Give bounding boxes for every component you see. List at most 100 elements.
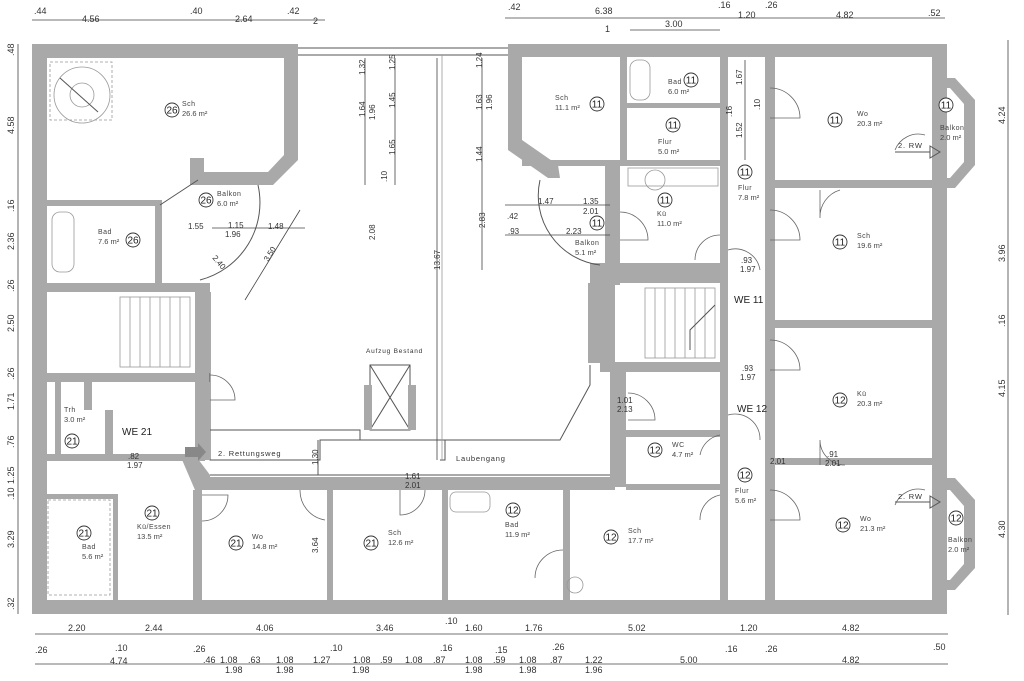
apartment-label-we11: WE 11 [734,295,764,306]
escape-route-marker: 2. RW [898,141,923,150]
unit-number-circle [835,517,851,533]
dimension-label: .76 [6,435,16,448]
unit-number: 21 [146,509,158,520]
dimension-label: 1.64 [358,101,367,117]
room-area: 19.6 m² [857,241,883,250]
room-name: Bad [82,544,96,551]
room-area: 11.1 m² [555,103,580,112]
room-name: Kü/Essen [137,524,171,531]
dimension-label: 13.67 [433,249,442,270]
room-area: 2.0 m² [940,133,962,142]
unit-number-circle [827,112,843,128]
dimension-label: 1.98 [519,665,537,675]
dimension-label: 3.50 [262,245,278,263]
dimension-label: 1.48 [268,222,284,231]
dimension-label: 1.67 [735,69,744,85]
unit-number-circle [64,433,80,449]
dimension-label: .42 [507,212,519,221]
dimension-label: .44 [34,6,47,16]
elevator-label: Aufzug Bestand [366,348,423,355]
room-area: 2.0 m² [948,545,970,554]
dimension-label: 1.96 [225,230,241,239]
dimension-label: 3.46 [376,623,394,633]
room-name: Bad [505,522,519,529]
dimension-label: 2.01 [770,457,786,466]
room-area: 3.0 m² [64,415,86,424]
annotations: WE 11 WE 12 WE 21 Aufzug Bestand 2. Rett… [122,141,923,501]
dimension-label: 1.71 [6,392,16,410]
room-name: Bad [98,229,112,236]
dimension-label: 1.98 [352,665,370,675]
unit-number-circle [832,392,848,408]
dimension-label: 3.96 [997,244,1007,262]
dimension-label: .10 [115,643,128,653]
room-name: Balkon [948,537,972,544]
dimension-label: 2.20 [68,623,86,633]
unit-number: 12 [605,533,617,544]
walls [32,44,975,614]
unit-number-circle [589,96,605,112]
unit-number: 12 [837,521,849,532]
unit-number: 11 [740,168,751,179]
dimension-label: 1.25 [388,54,397,70]
dimension-label: .48 [6,43,16,56]
dimension-label: .93 [742,364,754,373]
room-area: 6.0 m² [668,87,690,96]
dimension-label: 4.74 [110,656,128,666]
apartment-label-we21: WE 21 [122,427,152,438]
unit-number-circle [647,442,663,458]
dimension-label: 1.20 [738,10,756,20]
dimension-label: 1.25 [6,466,16,484]
unit-number-circle [737,164,753,180]
dimension-label: 1.61 [405,472,421,481]
unit-number: 11 [592,100,603,111]
room-name: Trh [64,407,76,414]
dimension-label: 1.08 [220,655,238,665]
unit-number: 11 [668,121,679,132]
dimension-label: .87 [550,655,563,665]
dimension-label: 1.96 [485,94,494,110]
dimension-label: 1.44 [475,146,484,162]
unit-number-circle [603,529,619,545]
room-name: Kü [857,391,867,398]
unit-number-circle [198,192,214,208]
room-area: 26.6 m² [182,109,208,118]
dimension-label: 1.98 [276,665,294,675]
dimension-label: .93 [741,256,753,265]
unit-number: 11 [830,116,841,127]
unit-number-circle [363,535,379,551]
dimension-label: .26 [552,642,565,652]
dimension-label: 1.97 [127,461,143,470]
dimension-label: 1.01 [617,396,633,405]
dimension-label: .91 [827,450,839,459]
room-area: 5.0 m² [658,147,680,156]
dimension-label: 2.23 [566,227,582,236]
unit-number-circle [832,234,848,250]
dimension-label: 2.64 [235,14,253,24]
room-name: WC [672,442,685,449]
room-area: 11.9 m² [505,530,530,539]
unit-number-circle [125,232,141,248]
room-area: 11.0 m² [657,219,682,228]
dimension-label: .59 [493,655,506,665]
dimension-label: .46 [203,655,216,665]
dimension-label: 1.15 [228,221,244,230]
dimension-label: 1.22 [585,655,603,665]
dimension-label: 2.13 [617,405,633,414]
dimension-label: 4.30 [997,520,1007,538]
dimension-label: .87 [433,655,446,665]
dimension-label: .26 [6,279,16,292]
room-name: Wo [857,111,868,118]
courtyard-lines [47,47,941,596]
